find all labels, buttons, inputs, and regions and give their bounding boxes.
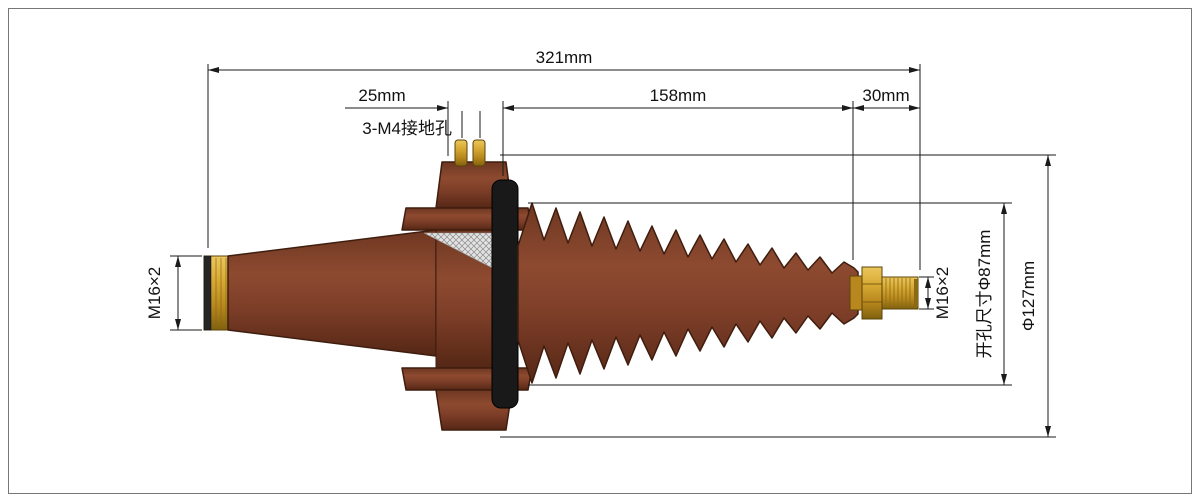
thread-lines: [885, 278, 911, 308]
grounding-pin: [472, 139, 486, 167]
right-terminal-stud: [881, 276, 919, 310]
dim-diameter-127: Φ127mm: [500, 154, 1056, 438]
right-collar: [849, 275, 863, 311]
dim-25mm: 25mm: [345, 86, 504, 176]
dim-30mm: 30mm: [853, 86, 920, 111]
grounding-pins: [454, 139, 486, 167]
insulator-cone: [227, 229, 437, 357]
dim-158mm-label: 158mm: [650, 86, 707, 105]
dim-right-thread-label: M16×2: [933, 267, 952, 319]
dim-total-length: 321mm: [207, 48, 921, 270]
dim-30mm-label: 30mm: [862, 86, 909, 105]
flange-gasket: [491, 179, 519, 409]
right-hex-nut: [861, 266, 883, 320]
stud-end-cap: [914, 279, 918, 307]
right-terminal-assembly: [849, 266, 919, 320]
dim-158mm: 158mm: [503, 86, 854, 260]
label-grounding-holes: 3-M4接地孔: [362, 111, 481, 138]
bushing-assembly: [203, 139, 919, 431]
dim-opening-87: 开孔尺寸Φ87mm: [528, 202, 1012, 386]
dim-left-thread-label: M16×2: [145, 267, 164, 319]
dim-opening-label: 开孔尺寸Φ87mm: [975, 230, 994, 359]
drawing-border: [8, 8, 1192, 494]
dim-right-thread: M16×2: [919, 267, 952, 319]
grounding-pin: [454, 139, 468, 167]
left-terminal-stud: [203, 255, 231, 331]
dim-diameter-label: Φ127mm: [1019, 261, 1038, 331]
dim-left-thread: M16×2: [145, 255, 202, 331]
grounding-holes-label: 3-M4接地孔: [362, 119, 452, 138]
bellows-sheds: [517, 202, 859, 384]
dim-total-length-label: 321mm: [536, 48, 593, 67]
dim-25mm-label: 25mm: [358, 86, 405, 105]
